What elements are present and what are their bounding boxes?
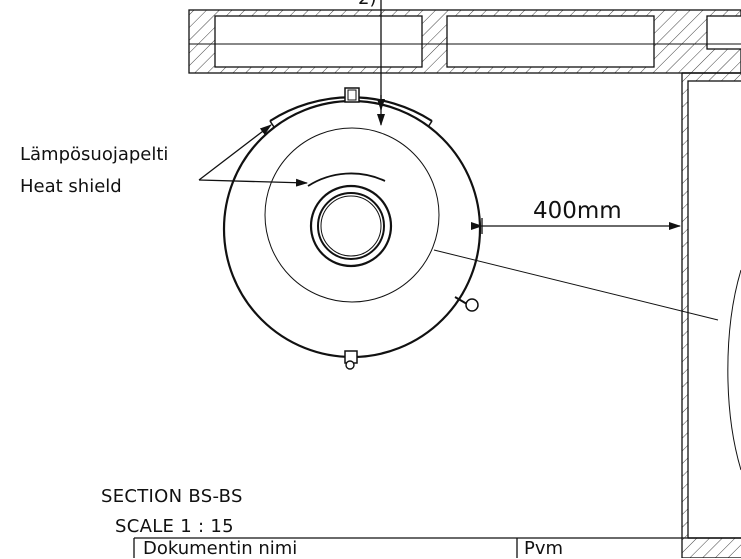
flue-inner bbox=[317, 192, 385, 260]
flue-core bbox=[320, 195, 382, 257]
heat-shield-label-fi: Lämpösuojapelti bbox=[20, 144, 169, 165]
right-wall bbox=[681, 72, 741, 558]
dimension-400mm-label: 400mm bbox=[533, 198, 622, 224]
title-block-date: Pvm bbox=[524, 538, 564, 559]
top-wall bbox=[188, 9, 741, 74]
section-title: SECTION BS-BS bbox=[101, 486, 243, 507]
top-cut-label: 2) bbox=[358, 0, 376, 9]
heat-shield-label-en: Heat shield bbox=[20, 176, 122, 197]
section-scale: SCALE 1 : 15 bbox=[115, 516, 234, 537]
stove-inner-ring bbox=[264, 127, 440, 303]
title-block-document-name: Dokumentin nimi bbox=[143, 538, 298, 559]
stove-outer-body bbox=[222, 99, 482, 359]
dimension-lines bbox=[198, 0, 681, 234]
stove-top-view bbox=[222, 87, 719, 370]
heat-shield-leader-lower bbox=[198, 178, 308, 187]
title-block bbox=[133, 537, 741, 558]
section-cut-line bbox=[433, 249, 719, 321]
heat-shield-inner-arc bbox=[307, 172, 386, 187]
flue-outer bbox=[309, 184, 393, 268]
side-knob bbox=[465, 298, 479, 312]
heat-shield-leader-upper bbox=[198, 124, 272, 181]
